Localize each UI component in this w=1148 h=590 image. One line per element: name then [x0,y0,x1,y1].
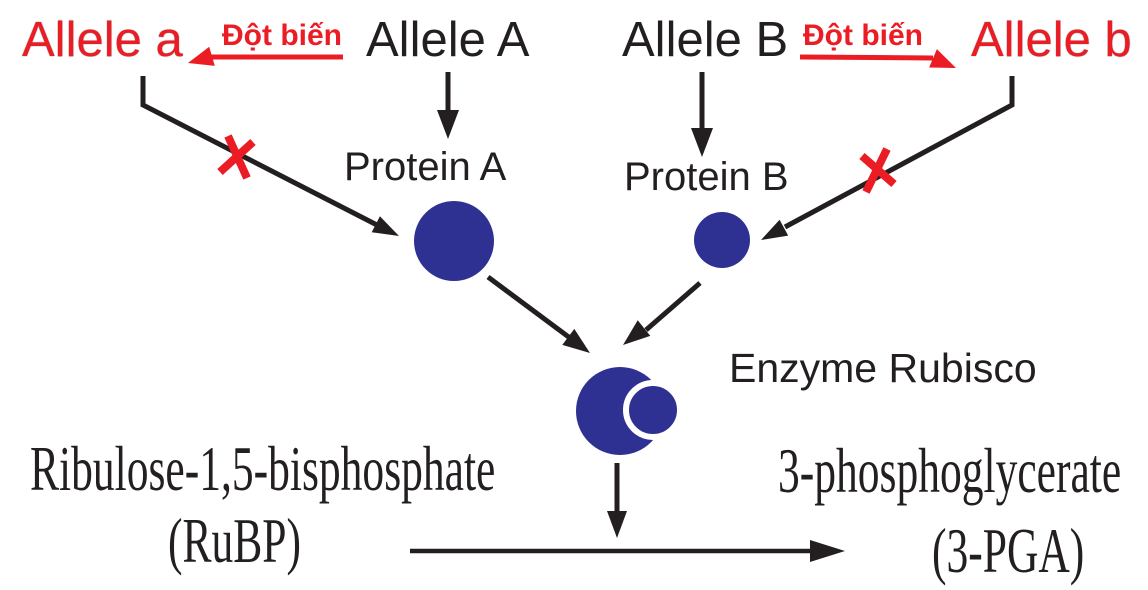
arrow-proteinB-to-enzyme [623,281,702,345]
substrate-name-label: Ribulose-1,5-bisphosphate [30,433,496,504]
enzyme-rubisco-complex [576,367,683,455]
protein-A-label: Protein A [344,145,507,189]
arrow-proteinA-to-enzyme [486,274,590,353]
cross-mark-left [217,134,256,180]
arrow-enzyme-to-reaction [607,463,627,538]
arrow-rubp-to-pga [410,540,845,562]
mutation-arrow-left [188,46,343,66]
allele-a-label: Allele a [22,13,183,67]
mutation-left-label: Đột biến [222,19,342,52]
arrow-alleleA-to-proteinA [437,72,459,139]
product-abbr-label: (3-PGA) [932,515,1085,586]
substrate-abbr-label: (RuBP) [168,505,302,576]
arrow-alleleB-to-proteinB [691,72,713,157]
arrow-allele-b-blocked [761,76,1015,240]
protein-B-label: Protein B [624,155,789,199]
allele-B-label: Allele B [622,13,789,67]
enzyme-rubisco-label: Enzyme Rubisco [729,345,1037,391]
enzyme-small-subunit [623,380,683,440]
mutation-arrow-right [799,49,956,68]
cross-mark-right [859,147,897,194]
protein-A-circle [414,201,494,281]
allele-A-label: Allele A [366,13,530,67]
allele-b-label: Allele b [971,13,1132,67]
protein-B-circle [694,212,750,268]
product-name-label: 3-phosphoglycerate [778,435,1122,506]
arrow-allele-a-blocked [140,76,399,236]
mutation-right-label: Đột biến [803,19,923,52]
